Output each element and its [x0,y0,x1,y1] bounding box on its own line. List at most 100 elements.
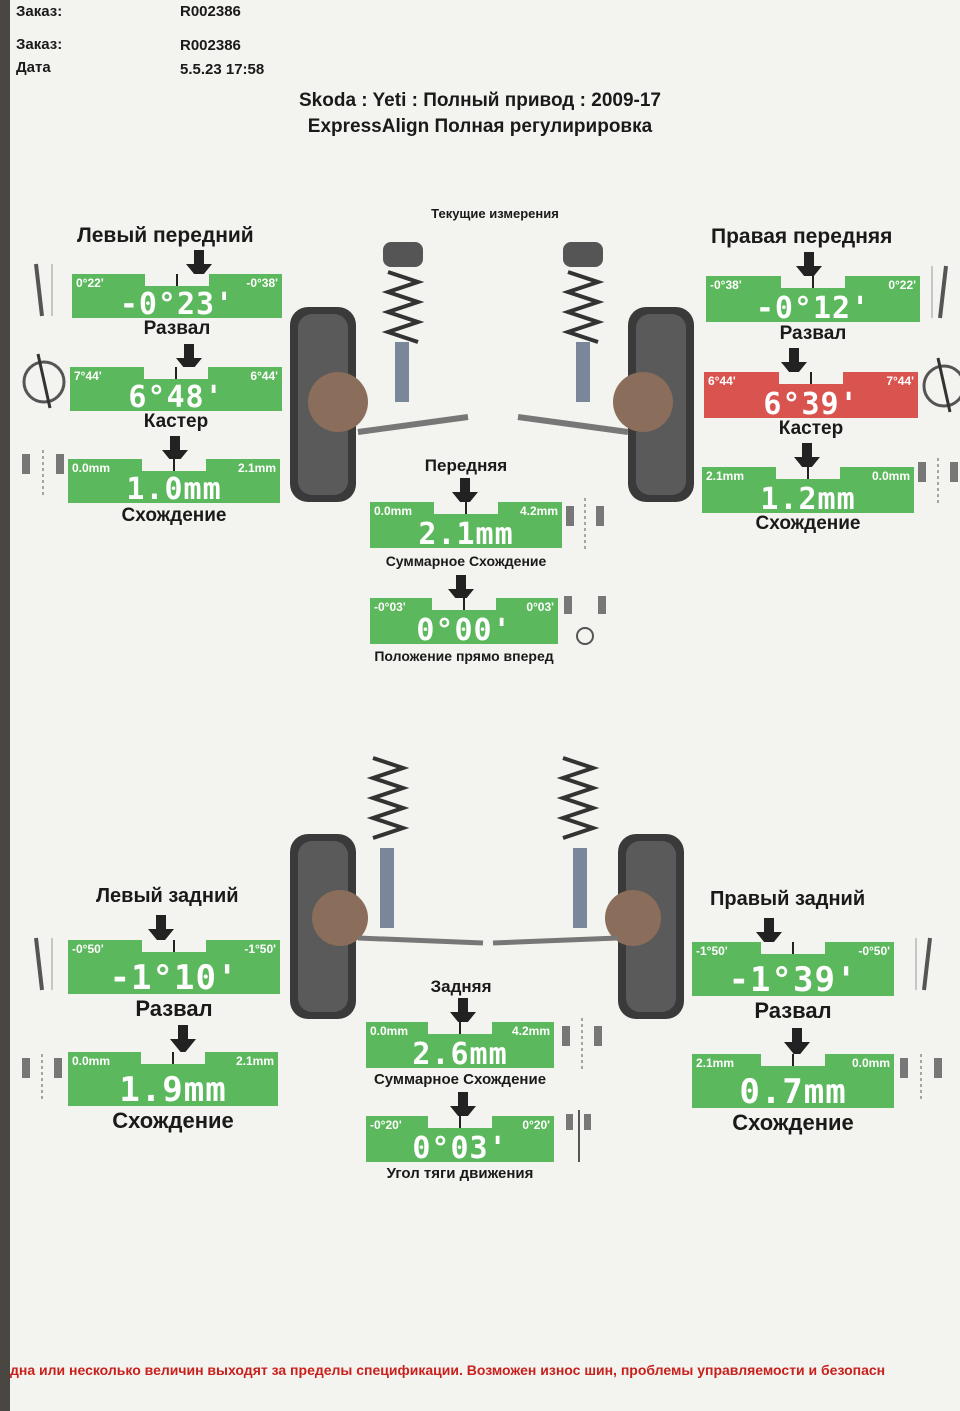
rear-total-toe-min: 0.0mm [370,1024,409,1038]
front-steering-value: 0°00' [416,613,512,644]
rear-toe-diagram-icon-right [900,1054,942,1102]
rear-thrust-gauge: -0°20' 0°20' 0°03' [366,1116,554,1162]
front-left-title: Левый передний [77,224,254,247]
rear-left-camber-label: Развал [135,996,213,1021]
rear-left-camber-max: -1°50' [244,942,276,956]
caster-diagram-icon [22,353,66,409]
front-left-caster-gauge: 7°44' 6°44' 6°48' [70,367,282,411]
rear-total-toe-gauge: 0.0mm 4.2mm 2.6mm [366,1022,554,1068]
date-value: 5.5.23 17:58 [180,61,265,78]
current-measurements-label: Текущие измерения [431,206,559,221]
front-left-camber-gauge: 0°22' -0°38' -0°23' [72,274,282,318]
front-right-toe-gauge: 2.1mm 0.0mm 1.2mm [702,467,914,513]
rear-right-camber-max: -0°50' [858,944,890,958]
rear-left-toe-value: 1.9mm [119,1070,227,1106]
front-steering-max: 0°03' [526,600,554,614]
rear-left-camber-min: -0°50' [72,942,104,956]
front-right-camber-min: -0°38' [710,278,742,292]
front-right-caster-min: 6°44' [708,374,736,388]
front-right-title: Правая передняя [711,225,893,248]
rear-right-camber-min: -1°50' [696,944,728,958]
top-order-label: Заказ: [16,3,63,20]
rear-right-title: Правый задний [710,888,866,910]
rear-right-camber-gauge: -1°50' -0°50' -1°39' [692,942,894,996]
rear-right-toe-max: 0.0mm [851,1056,890,1070]
total-toe-diagram-icon [566,498,604,550]
rear-suspension-illustration [290,756,684,1019]
front-axle-title: Передняя [424,456,508,475]
front-right-camber-max: 0°22' [888,278,916,292]
order-value: R002386 [180,37,241,54]
caster-diagram-icon-right [922,357,960,413]
rear-toe-diagram-icon [22,1054,62,1102]
rear-thrust-label: Угол тяги движения [386,1165,534,1182]
rear-axle-title: Задняя [430,977,492,996]
vehicle-title: Skoda : Yeti : Полный привод : 2009-17 [299,90,661,111]
rear-thrust-max: 0°20' [522,1118,550,1132]
front-left-caster-max: 6°44' [250,369,278,383]
rear-left-toe-min: 0.0mm [72,1054,111,1068]
front-right-toe-value: 1.2mm [760,482,856,513]
rear-right-toe-gauge: 2.1mm 0.0mm 0.7mm [692,1054,894,1108]
front-right-camber-label: Развал [779,323,847,344]
rear-total-toe-value: 2.6mm [412,1037,508,1068]
front-left-toe-gauge: 0.0mm 2.1mm 1.0mm [68,459,280,503]
front-left-caster-min: 7°44' [74,369,102,383]
toe-diagram-icon-right [918,458,958,506]
rear-camber-diagram-icon-right [915,937,932,991]
front-left-toe-label: Схождение [121,505,227,526]
rear-thrust-value: 0°03' [412,1131,508,1162]
thrust-angle-diagram-icon [566,1110,591,1162]
rear-thrust-min: -0°20' [370,1118,402,1132]
rear-right-camber-value: -1°39' [728,960,858,996]
rear-left-toe-gauge: 0.0mm 2.1mm 1.9mm [68,1052,278,1106]
front-steering-gauge: -0°03' 0°03' 0°00' [370,598,558,644]
front-left-caster-label: Кастер [143,411,209,432]
front-total-toe-gauge: 0.0mm 4.2mm 2.1mm [370,502,562,548]
front-right-caster-value: 6°39' [763,387,859,418]
front-right-camber-value: -0°12' [755,291,871,322]
rear-right-toe-min: 2.1mm [696,1056,735,1070]
rear-left-toe-arrow [170,1025,196,1055]
camber-diagram-icon-right [931,265,948,319]
front-left-toe-min: 0.0mm [72,461,111,475]
out-of-spec-warning: дна или несколько величин выходят за пре… [10,1362,886,1378]
camber-diagram-icon [34,263,53,317]
front-right-caster-gauge: 6°44' 7°44' 6°39' [704,372,918,418]
page-edge [0,0,10,1411]
front-left-caster-value: 6°48' [128,380,224,411]
rear-right-toe-label: Схождение [732,1110,854,1135]
rear-total-toe-label: Суммарное Схождение [373,1071,547,1088]
rear-left-title: Левый задний [96,885,239,907]
front-left-toe-value: 1.0mm [126,472,222,503]
front-steering-min: -0°03' [374,600,406,614]
date-label: Дата [16,59,51,76]
procedure-title: ExpressAlign Полная регулирировка [307,116,653,137]
rear-total-toe-diagram-icon [562,1018,602,1070]
rear-right-toe-value: 0.7mm [739,1072,847,1108]
front-total-toe-label: Суммарное Схождение [385,553,547,569]
front-right-caster-max: 7°44' [886,374,914,388]
front-left-toe-max: 2.1mm [237,461,276,475]
front-right-camber-gauge: -0°38' 0°22' -0°12' [706,276,920,322]
front-steering-label: Положение прямо вперед [374,648,554,664]
front-left-camber-max: -0°38' [246,276,278,290]
top-order-value: R002386 [180,3,241,20]
front-left-camber-label: Развал [143,318,211,339]
front-left-camber-value: -0°23' [119,287,235,318]
front-right-toe-max: 0.0mm [871,469,910,483]
rear-left-camber-gauge: -0°50' -1°50' -1°10' [68,940,280,994]
rear-total-toe-max: 4.2mm [511,1024,550,1038]
front-total-toe-max: 4.2mm [519,504,558,518]
front-total-toe-value: 2.1mm [418,517,514,548]
front-left-camber-min: 0°22' [76,276,104,290]
rear-left-camber-value: -1°10' [109,958,239,994]
rear-left-toe-label: Схождение [112,1108,234,1133]
front-suspension-illustration [290,242,694,502]
rear-camber-diagram-icon [34,937,53,991]
steering-diagram-icon [564,596,606,645]
front-right-toe-min: 2.1mm [706,469,745,483]
front-total-toe-min: 0.0mm [374,504,413,518]
rear-left-toe-max: 2.1mm [235,1054,274,1068]
rear-right-camber-label: Развал [754,998,832,1023]
